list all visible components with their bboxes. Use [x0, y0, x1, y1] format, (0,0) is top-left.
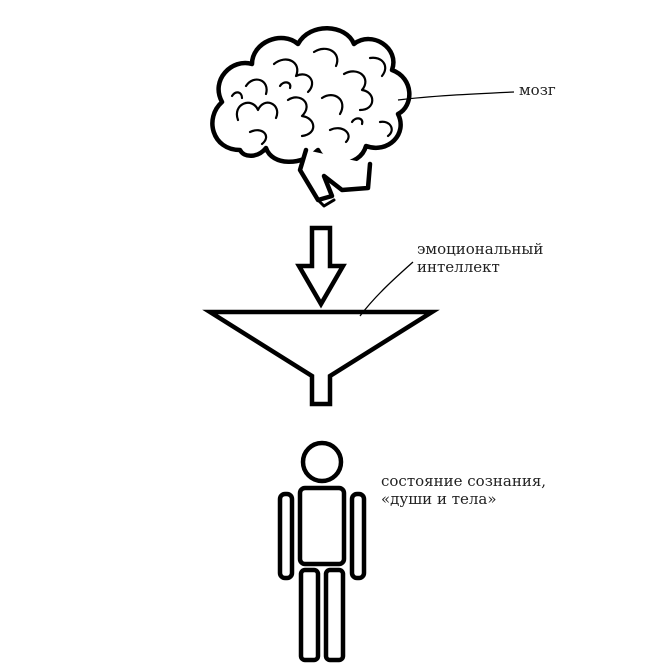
brain-label: мозг	[519, 81, 556, 99]
state-label-line-1: состояние сознания,	[381, 472, 547, 490]
funnel-icon	[202, 309, 440, 407]
brain-pointer-line	[397, 91, 515, 101]
brain-icon	[210, 26, 412, 208]
person-icon	[277, 440, 367, 663]
ei-label-line-1: эмоциональный	[417, 240, 544, 258]
state-label: состояние сознания, «души и тела»	[381, 472, 546, 508]
ei-label-line-2: интеллект	[417, 258, 500, 276]
ei-pointer-line	[359, 261, 414, 317]
down-arrow-icon	[295, 225, 347, 309]
brain-label-text: мозг	[519, 81, 556, 99]
state-label-line-2: «души и тела»	[381, 490, 497, 508]
emotional-intellect-label: эмоциональный интеллект	[417, 240, 543, 276]
